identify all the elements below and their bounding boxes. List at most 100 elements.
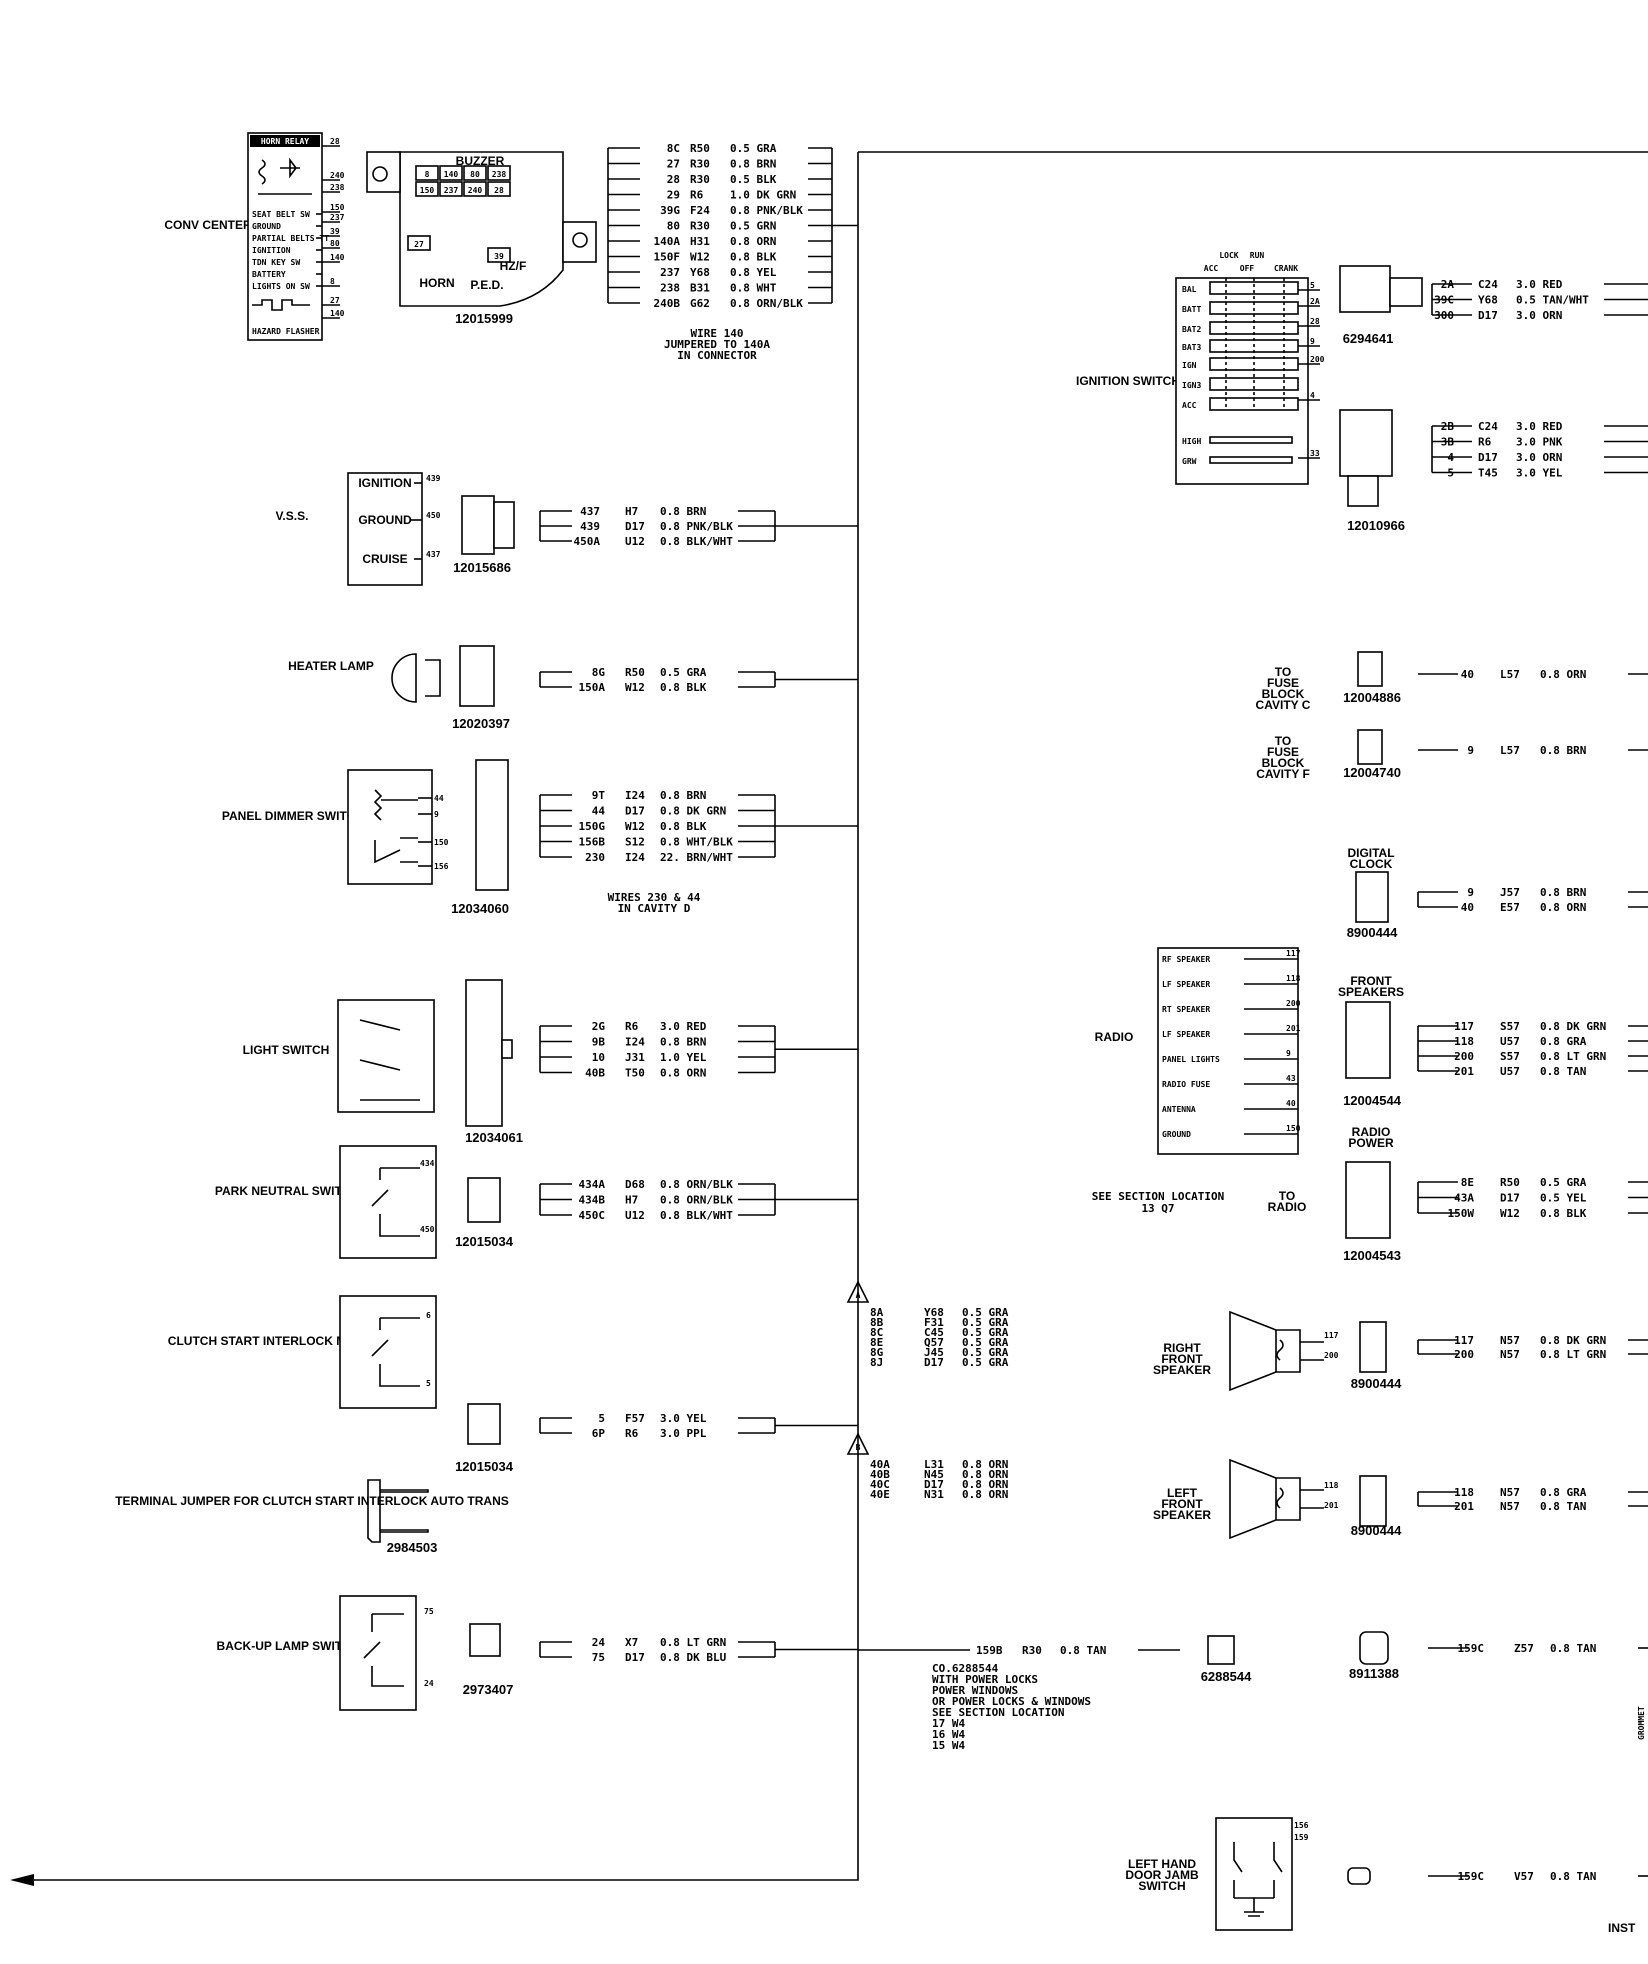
- wire-field: 4: [1447, 451, 1454, 464]
- wire-field: 40: [1461, 668, 1474, 681]
- wire-field: 201: [1454, 1500, 1474, 1513]
- ign-col: RUN: [1250, 251, 1265, 260]
- terminal-jumper: TERMINAL JUMPER FOR CLUTCH START INTERLO…: [115, 1479, 509, 1555]
- wire-field: 0.8 WHT/BLK: [660, 836, 733, 849]
- buzzer-cavity: [439, 181, 463, 197]
- wire-field: 1.0 YEL: [660, 1051, 707, 1064]
- label-line: BLOCK: [1262, 687, 1305, 701]
- buzzer-cavity-label: 80: [470, 170, 480, 179]
- wire-field: 434B: [579, 1194, 606, 1207]
- wire-field: 0.8 DK GRN: [660, 805, 726, 818]
- wire-field: 0.8 ORN: [1540, 901, 1586, 914]
- clutch-start: CLUTCH START INTERLOCK MAN TRANS 65 1201…: [168, 1295, 514, 1474]
- wire-field: 3.0 RED: [660, 1020, 707, 1033]
- clutch-pin: 5: [426, 1379, 431, 1388]
- ign-pin: 4: [1310, 391, 1315, 400]
- wire-field: T45: [1478, 467, 1498, 480]
- ign-row: BAT2: [1182, 325, 1201, 334]
- conv-pin: 140: [330, 253, 345, 262]
- buzzer-cavity-label: 28: [494, 186, 504, 195]
- buzzer-cavity: [407, 235, 431, 251]
- ign-row: BATT: [1182, 305, 1201, 314]
- svg-text:R30: R30: [1022, 1644, 1042, 1657]
- wire-field: 150G: [579, 820, 606, 833]
- wire-field: R6: [625, 1020, 639, 1033]
- dimmer-pin: 44: [434, 794, 444, 803]
- backup-pin: 24: [424, 1679, 434, 1688]
- wire-field: 0.8 LT GRN: [1540, 1348, 1606, 1361]
- wire-field: R6: [625, 1427, 639, 1440]
- wire-field: E57: [1500, 901, 1520, 914]
- wire-field: 118: [1454, 1486, 1474, 1499]
- splice-id: 40C: [870, 1478, 890, 1491]
- wire-field: 0.8 BLK/WHT: [660, 535, 733, 548]
- ign-pin: 28: [1310, 317, 1320, 326]
- wire-field: 9B: [592, 1036, 606, 1049]
- label-line: SPEAKERS: [1338, 985, 1404, 999]
- hazard-flasher-label: HAZARD FLASHER: [252, 327, 320, 336]
- radio-pin: 40: [1286, 1099, 1296, 1108]
- wire-field: D17: [625, 805, 645, 818]
- buzzer-cavity-label: 140: [444, 170, 459, 179]
- wire-field: 237: [660, 266, 680, 279]
- wire-field: 3.0 PPL: [660, 1427, 707, 1440]
- wire-note: WIRE 140 JUMPERED TO 140A IN CONNECTOR: [664, 327, 770, 362]
- dimmer-part-number: 12034060: [451, 901, 509, 916]
- label-line: RADIO: [1268, 1200, 1307, 1214]
- splice-gauge: 0.5 GRA: [962, 1356, 1009, 1369]
- ign-contact-bar: [1209, 456, 1293, 464]
- wire-field: 0.8 BRN: [660, 505, 706, 518]
- wire-field: T50: [625, 1067, 645, 1080]
- jumper-part-number: 2984503: [387, 1540, 438, 1555]
- connector-8911388: 8911388: [1349, 1631, 1399, 1681]
- splice-id: 8A: [870, 1306, 884, 1319]
- ign-pin: 2A: [1310, 297, 1320, 306]
- wire-field: U12: [625, 1209, 645, 1222]
- splice-circ: F31: [924, 1316, 944, 1329]
- wire-field: 200: [1454, 1348, 1474, 1361]
- wire-field: X7: [625, 1636, 638, 1649]
- wire-field: N57: [1500, 1334, 1520, 1347]
- wire-field: 40B: [585, 1067, 605, 1080]
- clutch-part-number: 12015034: [455, 1459, 514, 1474]
- wire-field: F57: [625, 1412, 645, 1425]
- wire-field: 0.8 ORN/BLK: [660, 1194, 733, 1207]
- wire-field: 238: [660, 282, 680, 295]
- wire-field: 0.8 TAN: [1550, 1642, 1596, 1655]
- wire-field: 156B: [579, 836, 606, 849]
- splice-triangle-icon: [846, 1280, 870, 1303]
- radio-label: RADIO: [1095, 1030, 1134, 1044]
- conv-center-label: CONV CENTER: [164, 218, 252, 232]
- wire-field: 450A: [574, 535, 601, 548]
- conv-row-label: IGNITION: [252, 246, 291, 255]
- co-note-line: WITH POWER LOCKS: [932, 1673, 1038, 1686]
- wire-field: D17: [625, 520, 645, 533]
- fuse-c-part: 12004886: [1343, 690, 1401, 705]
- vss-pin: 439: [426, 474, 441, 483]
- buzzer-cavity: [487, 247, 511, 263]
- wire-field: 0.8 BLK: [660, 681, 707, 694]
- radio-row: LF SPEAKER: [1162, 1030, 1210, 1039]
- wire-field: I24: [625, 1036, 645, 1049]
- radio-pin: 118: [1286, 974, 1301, 983]
- label-line: RADIO: [1352, 1125, 1391, 1139]
- wire-field: 43A: [1454, 1192, 1474, 1205]
- wire-field: L57: [1500, 744, 1520, 757]
- wire-field: R30: [690, 158, 710, 171]
- wire-field: 201: [1454, 1065, 1474, 1078]
- label-line: FRONT: [1350, 974, 1392, 988]
- radio-pin: 201: [1286, 1024, 1301, 1033]
- wire-field: H7: [625, 505, 638, 518]
- wire-field: R6: [1478, 436, 1492, 449]
- ign-row: IGN3: [1182, 381, 1201, 390]
- wire-field: 3.0 ORN: [1516, 309, 1562, 322]
- connector-8911388-part: 8911388: [1349, 1666, 1399, 1681]
- wire-field: I24: [625, 789, 645, 802]
